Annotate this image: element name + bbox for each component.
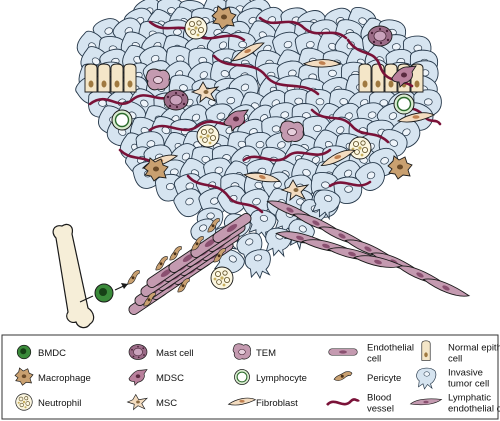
legend-label: vessel [367,404,394,415]
legend-label: BMDC [38,348,66,359]
tumor-blood-vessels [88,16,442,214]
mast-cell [367,25,393,47]
tem-cell [145,68,170,91]
neutrophil [348,136,372,160]
neutrophil-icon [15,393,33,411]
bone-icon [52,223,95,329]
legend-label: Macrophage [38,373,91,384]
legend-label: MSC [156,398,177,409]
normal-epithelial-cell [97,63,111,93]
legend-label: Blood [367,393,391,404]
normal-epithelial-cell [358,63,372,93]
legend-item-pericyte: Pericyte [333,371,401,384]
bmdc-icon [16,344,32,360]
legend-item-mdsc: MDSC [128,369,184,386]
legend-label: cell [448,354,462,365]
legend-item-tem: TEM [232,343,276,360]
lymphocyte [393,93,415,115]
legend-label: Endothelial [367,343,414,354]
endothelial-cell-icon [328,348,358,356]
normal-epithelial-cell [123,63,137,93]
lymphocyte-icon [233,368,251,386]
normal-epithelial-cell [110,63,124,93]
legend-label: cell [367,354,381,365]
legend-label: MDSC [156,373,184,384]
legend-label: Neutrophil [38,398,81,409]
pericyte [123,269,144,286]
legend-item-neutrophil: Neutrophil [15,393,81,411]
legend-item-msc: MSC [127,394,177,410]
neutrophil [196,124,220,148]
legend-item-fibroblast: Fibroblast [228,397,298,409]
legend-item-bmdc: BMDC [16,344,66,360]
legend-label: tumor cell [448,379,489,390]
legend-label: Lymphatic [448,393,491,404]
mast-cell [163,89,189,111]
lymphocyte [111,109,133,131]
legend-label: TEM [256,348,276,359]
bmdc-migration [79,283,129,303]
normal-epithelial-cell-icon [421,340,431,361]
legend-label: Invasive [448,368,483,379]
tem-icon [232,343,251,360]
blood-vessel-icon [326,398,360,406]
legend-label: Fibroblast [256,398,298,409]
legend-label: endothelial cell [448,404,500,415]
mast-cell-icon [128,344,148,360]
legend-item-mast: Mast cell [128,344,193,360]
legend-label: Normal epithelial [448,343,500,354]
tem-cell [279,120,304,143]
neutrophil [210,266,234,290]
lymphatic-vessel [266,193,470,304]
legend-label: Lymphocyte [256,373,307,384]
legend-item-lymphocyte: Lymphocyte [233,368,307,386]
legend-label: Mast cell [156,348,193,359]
normal-epithelial-cell [84,63,98,93]
legend-item-macrophage: Macrophage [14,367,91,386]
legend-item-epithelial: Normal epithelialcell [421,340,500,365]
neutrophil [184,16,208,40]
legend-label: Pericyte [367,373,401,384]
